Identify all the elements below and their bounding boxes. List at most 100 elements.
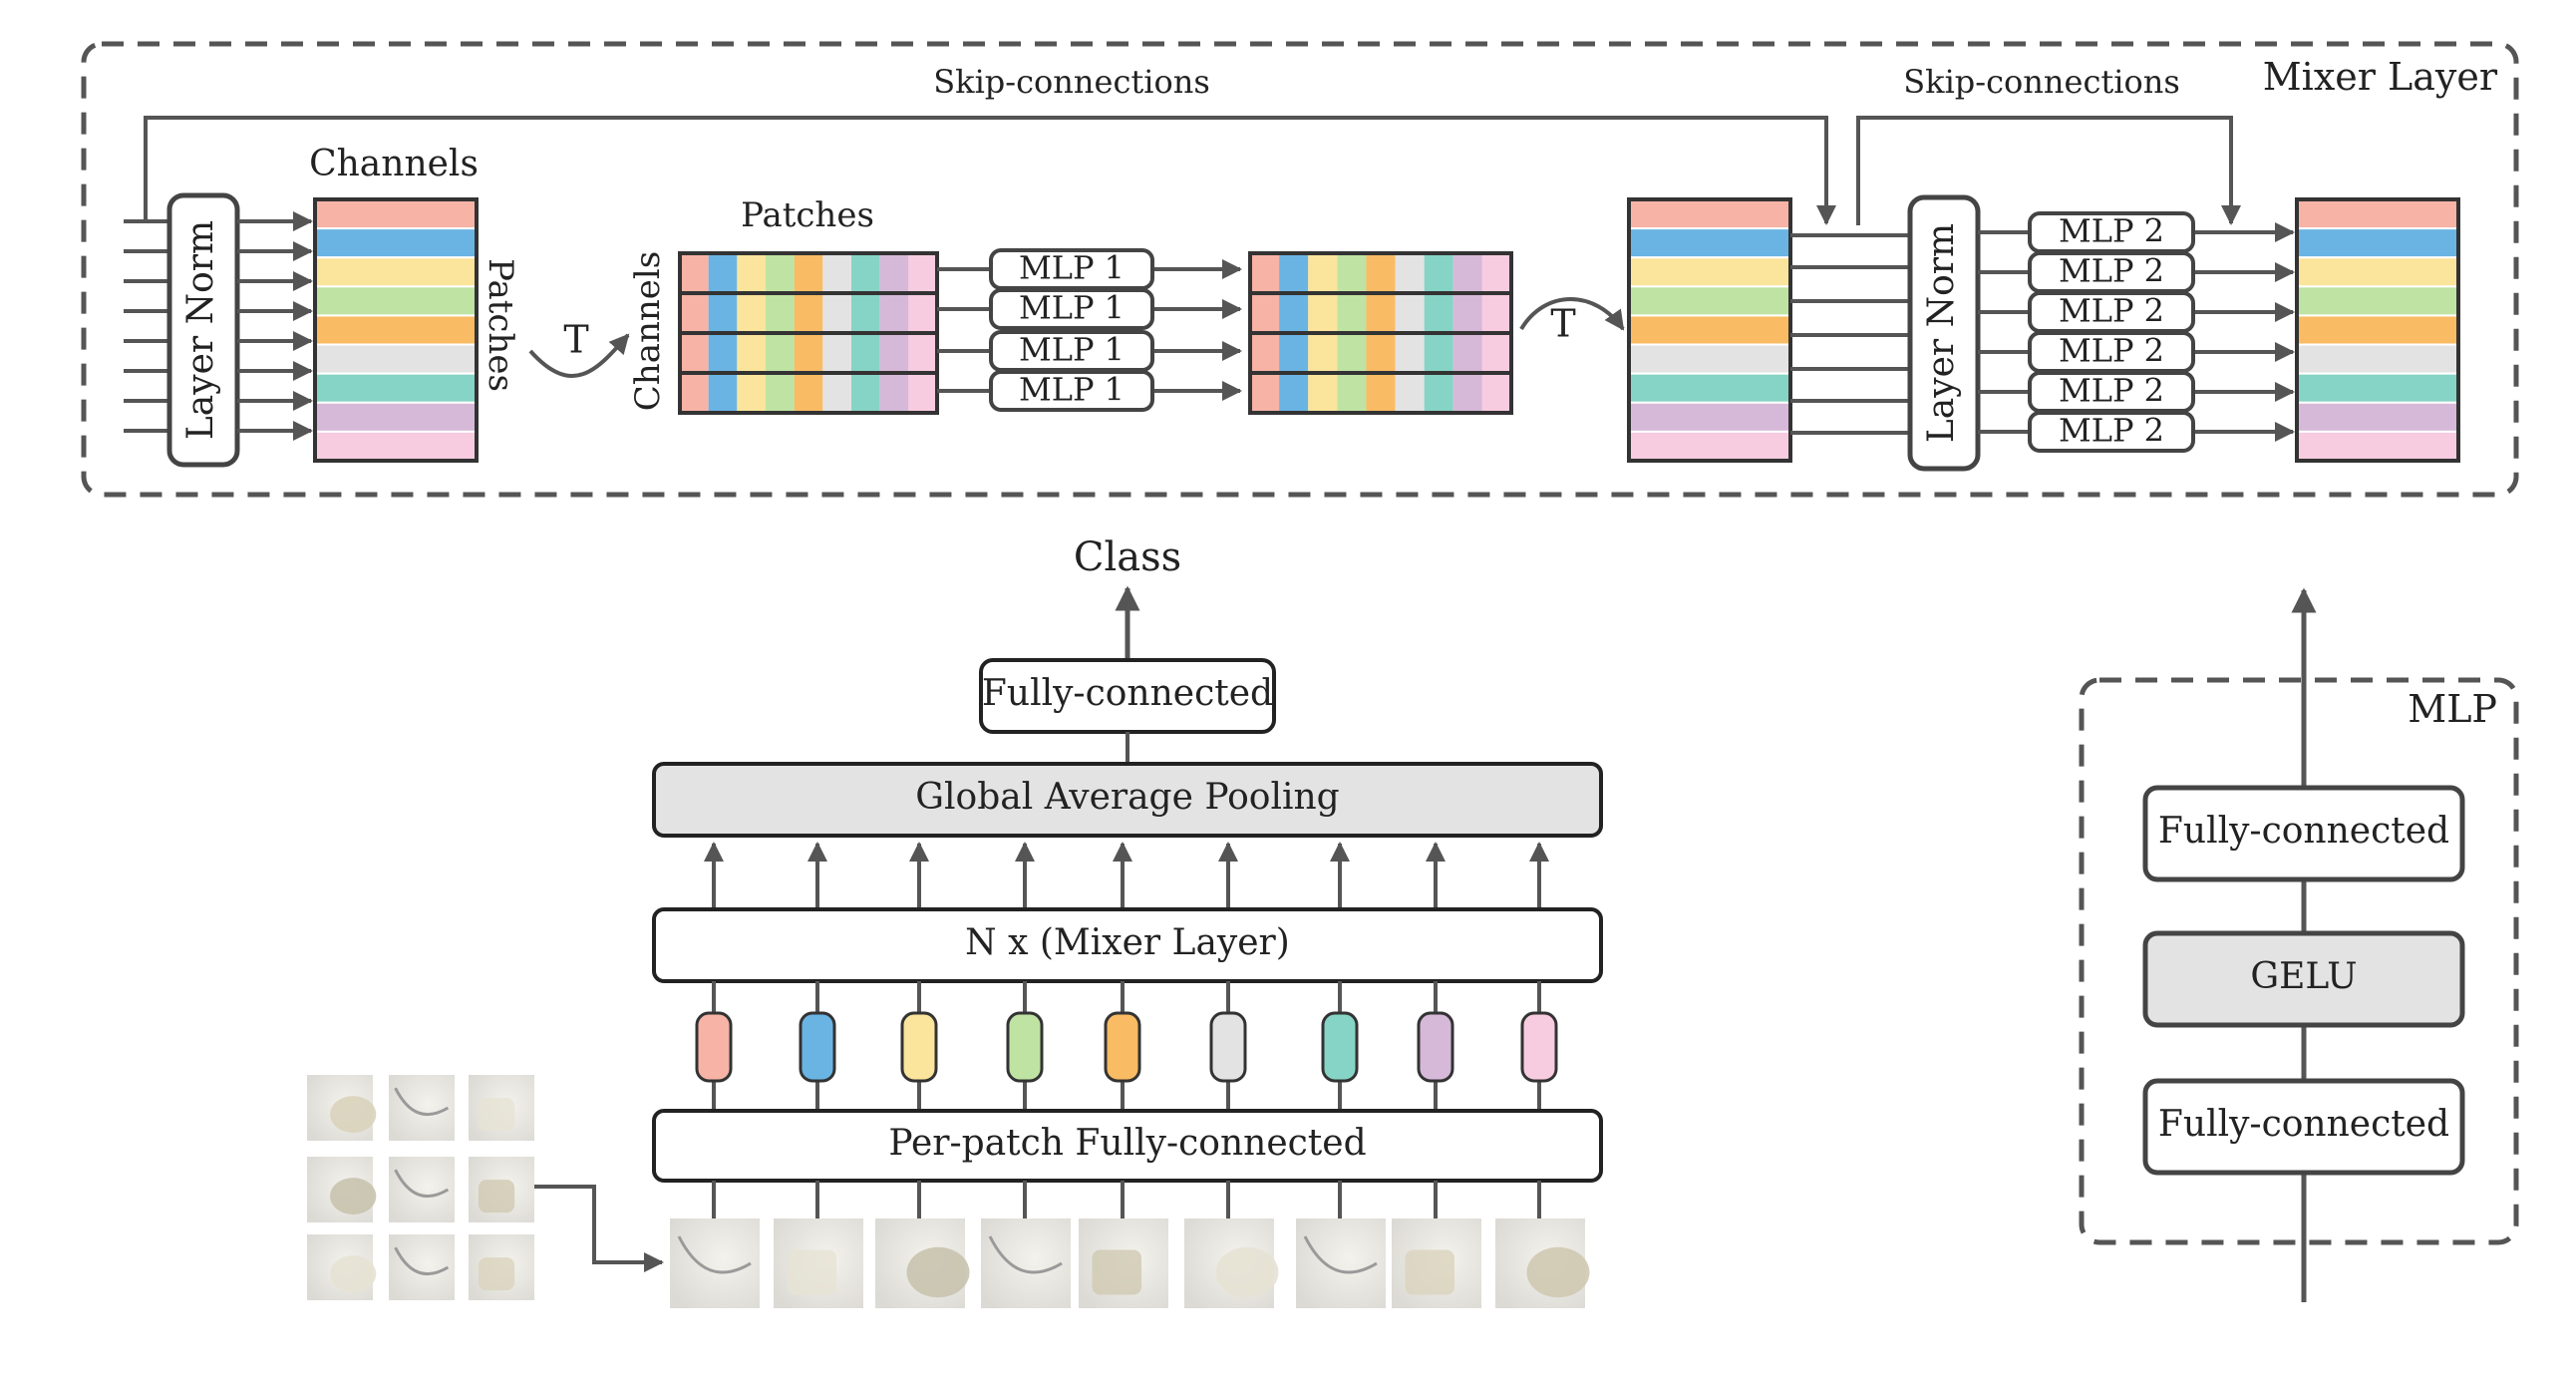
image-patch: [307, 1075, 377, 1141]
skip-connection-2: [1856, 116, 2241, 225]
mlp1-block: MLP 1: [989, 330, 1154, 372]
patch-table-1: [313, 197, 479, 463]
gap-input-arrows: [704, 842, 1549, 909]
mlp-fully-connected-bottom: [2142, 1078, 2465, 1176]
row-stripe: [1628, 285, 1791, 317]
image-patch: [670, 1218, 760, 1308]
mlp1-block: MLP 1: [989, 288, 1154, 330]
mixer-layers-label: N x (Mixer Layer): [965, 922, 1290, 963]
row-stripe: [2296, 343, 2459, 375]
table4-output-lines: [1790, 233, 1912, 435]
row-stripe: [2296, 372, 2459, 404]
mlp-fully-connected-bottom-label: Fully-connected: [2158, 1104, 2449, 1145]
token-embedding: [900, 1011, 938, 1083]
per-patch-fully-connected: [652, 1109, 1603, 1183]
token-embedding: [695, 1011, 733, 1083]
mlp2-block: MLP 2: [2028, 291, 2195, 333]
image-patch: [1184, 1218, 1279, 1308]
patches-side-label: Patches: [481, 258, 520, 392]
row-stripe: [1628, 256, 1791, 288]
image-patch: [875, 1218, 970, 1308]
row-stripe: [2296, 285, 2459, 317]
patch-table-3: [2295, 197, 2460, 463]
row-stripe: [1628, 227, 1791, 259]
mlp1-block: MLP 1: [989, 370, 1154, 412]
row-stripe: [314, 343, 478, 375]
channels-label: Channels: [309, 144, 479, 184]
image-patch: [389, 1234, 455, 1300]
image-patch: [389, 1075, 455, 1141]
table-border: [2295, 197, 2460, 463]
token-embedding: [1209, 1011, 1247, 1083]
row-stripe: [314, 198, 478, 230]
layer-norm-1-box: [166, 192, 240, 468]
mlp2-connectors: [1978, 222, 2295, 442]
layer-norm-2-box: [1907, 194, 1981, 472]
token-embedding: [1417, 1011, 1454, 1083]
row-stripe: [2296, 314, 2459, 346]
mlp-gelu-label: GELU: [2250, 956, 2357, 997]
mlp2-block: MLP 2: [2028, 211, 2195, 253]
row-stripe: [1628, 198, 1791, 230]
table-border: [1248, 251, 1513, 415]
mlp1-connectors: [937, 259, 1242, 401]
mlp2-label: MLP 2: [2059, 212, 2164, 250]
skip-connection-1: [144, 116, 1836, 225]
mlp2-block: MLP 2: [2028, 251, 2195, 293]
mixer-layer-panel: Mixer Layer Skip-connections Skip-connec…: [81, 41, 2519, 498]
token-column: [695, 981, 1558, 1111]
transpose-arrow-1: [528, 333, 630, 378]
row-stripe: [314, 314, 478, 346]
mlp2-label: MLP 2: [2059, 372, 2164, 410]
mlp1-label: MLP 1: [1019, 289, 1125, 327]
mlp1-label: MLP 1: [1019, 249, 1125, 287]
class-label: Class: [1074, 534, 1181, 580]
mlp-fully-connected-top: [2142, 785, 2465, 882]
mlp2-label: MLP 2: [2059, 292, 2164, 330]
row-stripe: [2296, 401, 2459, 433]
transpose-label-1: T: [563, 318, 588, 362]
token-embedding: [1321, 1011, 1359, 1083]
table-border: [678, 251, 939, 415]
token-embedding: [1520, 1011, 1558, 1083]
grid-to-patches-arrow: [534, 1185, 664, 1272]
image-patch: [469, 1234, 534, 1300]
input-image-grid: [307, 1075, 534, 1300]
row-stripe: [1628, 430, 1791, 462]
transpose-label-2: T: [1550, 302, 1575, 346]
mlp1-block: MLP 1: [989, 248, 1154, 290]
image-patch: [389, 1157, 455, 1222]
per-patch-fully-connected-label: Per-patch Fully-connected: [888, 1123, 1366, 1164]
image-patch: [1296, 1218, 1386, 1308]
mlp2-block: MLP 2: [2028, 331, 2195, 373]
mlp2-block: MLP 2: [2028, 371, 2195, 413]
row-stripe: [314, 285, 478, 317]
token-embedding: [1006, 1011, 1044, 1083]
row-stripe: [1628, 343, 1791, 375]
patch-table-2: [1627, 197, 1792, 463]
fully-connected-head-label: Fully-connected: [982, 673, 1273, 714]
mlp-frame: [2079, 677, 2519, 1245]
ln1-output-arrows: [237, 211, 313, 441]
row-stripe: [1628, 314, 1791, 346]
global-average-pooling: [652, 762, 1603, 838]
mlp-panel: MLP Fully-connected GELU Fully-connected: [2079, 587, 2519, 1302]
mlp2-label: MLP 2: [2059, 252, 2164, 290]
image-patch: [469, 1075, 534, 1141]
mlp1-label: MLP 1: [1019, 371, 1125, 409]
row-stripe: [314, 227, 478, 259]
channels-side-label: Channels: [628, 251, 668, 411]
patches-label: Patches: [741, 195, 874, 235]
image-patch: [981, 1218, 1071, 1308]
transpose-arrow-2: [1519, 297, 1625, 331]
token-embedding: [799, 1011, 836, 1083]
layer-norm-2-label: Layer Norm: [1921, 223, 1962, 443]
skip-connections-label-1: Skip-connections: [933, 63, 1210, 101]
row-stripe: [1628, 372, 1791, 404]
row-stripe: [2296, 198, 2459, 230]
mlp-title: MLP: [2408, 687, 2497, 731]
skip-connections-label-2: Skip-connections: [1903, 63, 2180, 101]
mlp2-label: MLP 2: [2059, 332, 2164, 370]
image-patch: [774, 1218, 863, 1308]
